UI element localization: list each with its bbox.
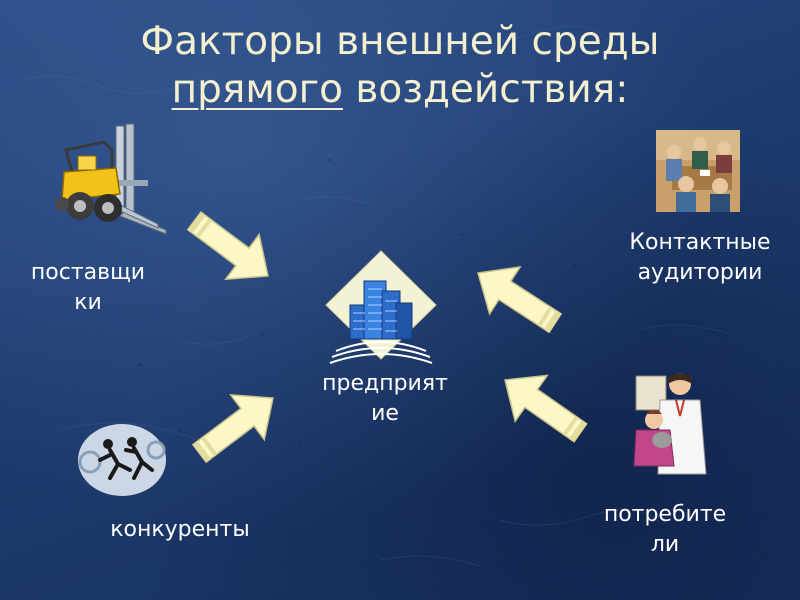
label-suppliers-line-2: ки: [74, 290, 102, 315]
label-contact-line-2: аудитории: [637, 260, 763, 285]
label-competitors-line-1: конкуренты: [110, 517, 250, 542]
label-competitors: конкуренты: [70, 515, 290, 545]
label-enterprise: предприят ие: [295, 369, 475, 429]
office-buildings-icon: [325, 250, 437, 364]
label-suppliers: поставщи ки: [8, 258, 168, 318]
title-underlined-word: прямого: [171, 67, 343, 112]
slide-title-line-1: Факторы внешней среды: [0, 19, 800, 65]
title-text-1: Факторы внешней среды: [140, 19, 660, 64]
forklift-icon: [55, 123, 167, 235]
meeting-people-icon: [656, 130, 740, 212]
label-consumers-line-1: потребите: [603, 502, 727, 527]
doctor-patient-icon: [633, 373, 707, 475]
title-text-2: воздействия:: [342, 67, 629, 112]
label-enterprise-line-2: ие: [371, 401, 399, 426]
label-consumers-line-2: ли: [650, 532, 680, 557]
slide-title-line-2: прямого воздействия:: [0, 67, 800, 113]
label-enterprise-line-1: предприят: [322, 371, 448, 396]
runners-icon: [78, 424, 166, 496]
label-contact-audiences: Контактные аудитории: [600, 228, 800, 288]
label-suppliers-line-1: поставщи: [30, 260, 146, 285]
label-contact-line-1: Контактные: [629, 230, 771, 255]
label-consumers: потребите ли: [570, 500, 760, 560]
